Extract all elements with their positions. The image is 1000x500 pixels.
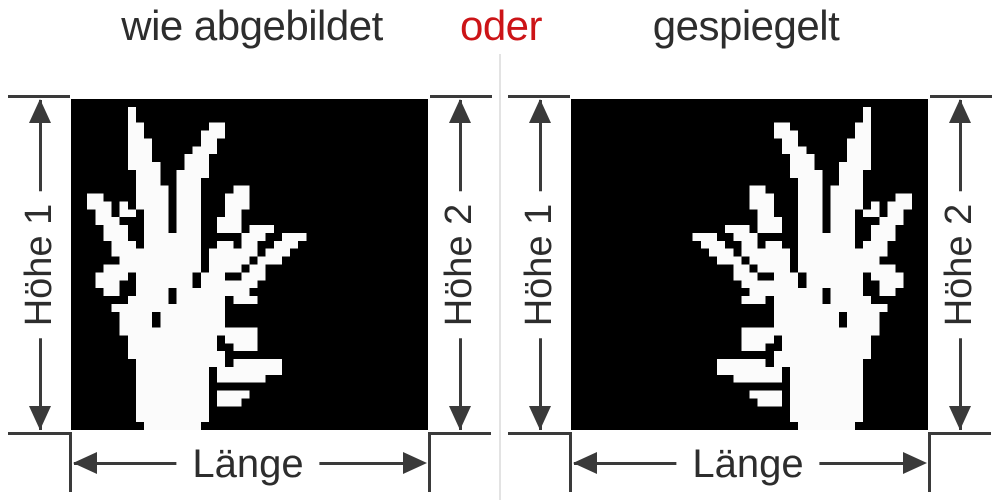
arrow-up-icon: [949, 99, 971, 123]
length-label: Länge: [176, 441, 320, 487]
extension-line-top-left: [8, 95, 70, 98]
extension-line-top-right: [930, 95, 992, 98]
arrow-down-icon: [529, 406, 551, 430]
arrow-down-icon: [449, 406, 471, 430]
or-label: oder: [459, 2, 543, 49]
length-label: Länge: [676, 441, 820, 487]
extension-line-bottom-left: [508, 432, 570, 435]
extension-line-bottom-right: [928, 432, 991, 435]
extension-line-bottom-right: [428, 432, 491, 435]
extension-line-bottom-right-drop: [428, 432, 431, 492]
height2-label: Höhe 2: [436, 191, 484, 339]
arrow-up-icon: [529, 99, 551, 123]
height1-label: Höhe 1: [16, 191, 64, 339]
grass-silhouette-mirrored: [692, 106, 912, 430]
arrow-right-icon: [403, 452, 427, 474]
diagram-mirrored: Höhe 1 Höhe 2 Länge: [500, 0, 1000, 500]
height2-label: Höhe 2: [936, 191, 984, 339]
arrow-right-icon: [903, 452, 927, 474]
diagram-as-shown: Höhe 1 Höhe 2 Länge: [8, 95, 492, 492]
height1-label: Höhe 1: [516, 191, 564, 339]
motif-canvas: [71, 99, 428, 430]
vertical-divider: [499, 54, 501, 500]
extension-line-bottom-left-drop: [569, 432, 572, 492]
extension-line-bottom-left: [8, 432, 70, 435]
arrow-down-icon: [29, 406, 51, 430]
arrow-left-icon: [573, 452, 597, 474]
arrow-left-icon: [73, 452, 97, 474]
extension-line-top-right: [430, 95, 492, 98]
extension-line-bottom-left-drop: [69, 432, 72, 492]
option-mirrored-label: gespiegelt: [652, 2, 840, 49]
arrow-down-icon: [949, 406, 971, 430]
arrow-up-icon: [449, 99, 471, 123]
option-as-shown-label: wie abgebildet: [121, 2, 383, 49]
extension-line-top-left: [508, 95, 570, 98]
grass-silhouette: [87, 106, 307, 430]
motif-canvas: [571, 99, 928, 430]
extension-line-bottom-right-drop: [928, 432, 931, 492]
arrow-up-icon: [29, 99, 51, 123]
